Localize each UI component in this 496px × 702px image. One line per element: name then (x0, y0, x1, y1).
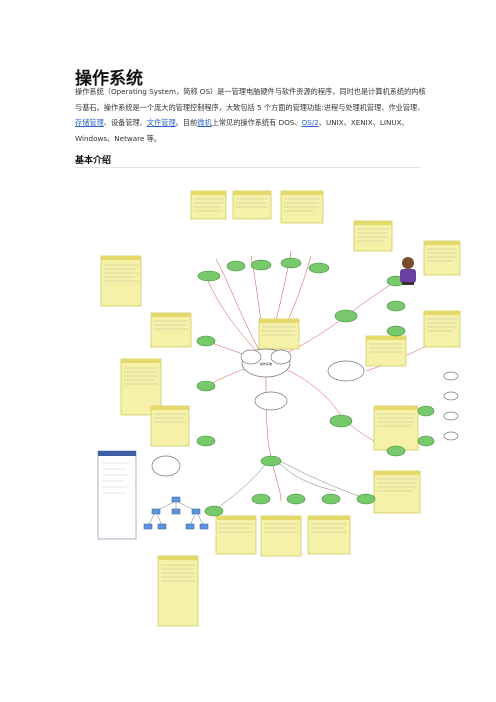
intro-text-3: 。目前 (175, 118, 198, 127)
note-card-right-mid (365, 335, 407, 367)
section-divider (75, 167, 421, 168)
intro-paragraph: 操作系统（Operating System，简称 OS）是一管理电脑硬件与软件资… (75, 84, 427, 146)
cloud-central: 操作系统 (240, 348, 292, 378)
center-node-label: 操作系统 (260, 361, 272, 366)
blue-tree-nodes (143, 496, 209, 530)
note-card-bottom-long (157, 555, 199, 627)
page-title: 操作系统 (75, 69, 143, 89)
note-card-far-right-1 (423, 240, 461, 276)
note-card-bottom-row-1 (215, 515, 257, 555)
cloud-bottom (254, 391, 288, 411)
note-card-right-top (353, 220, 393, 252)
note-card-right-bottom (373, 470, 421, 514)
intro-text-5: 、UNIX、XENIX、LINUX、Windows、Netware 等。 (75, 118, 409, 143)
note-card-right-lower (373, 405, 419, 451)
note-card-top-2 (232, 190, 272, 220)
note-card-top-1 (190, 190, 227, 220)
intro-text-2: 、设备管理、 (103, 118, 147, 127)
note-card-bottom-row-2 (260, 515, 302, 557)
link-storage-management[interactable]: 存储管理 (75, 118, 104, 127)
note-card-left-3 (120, 358, 162, 416)
link-microcomputer[interactable]: 微机 (197, 118, 212, 127)
link-file-management[interactable]: 文件管理 (146, 118, 176, 127)
link-os2[interactable]: OS/2 (301, 118, 319, 127)
mind-map-svg: 操作系统 (97, 190, 461, 627)
green-nodes (196, 257, 435, 517)
intro-text-1: 操作系统（Operating System，简称 OS）是一管理电脑硬件与软件资… (75, 87, 426, 112)
cloud-right (327, 360, 365, 382)
section-title-basic-intro: 基本介绍 (75, 156, 112, 166)
cloud-left (151, 455, 181, 477)
note-card-bottom-row-3 (307, 515, 351, 555)
person-figure-icon (400, 257, 416, 285)
note-card-center (258, 318, 300, 350)
os-mind-map-diagram: 操作系统 (96, 181, 462, 635)
note-card-bottom-left (150, 405, 190, 447)
intro-text-4: 上常见的操作系统有 DOS、 (211, 118, 302, 127)
note-card-left-2 (150, 312, 192, 348)
note-card-far-right-2 (423, 310, 461, 348)
note-card-top-3 (280, 190, 324, 224)
right-edge-nodes (443, 371, 459, 441)
note-card-left-1 (100, 255, 142, 307)
explorer-window-thumbnail (97, 450, 137, 540)
